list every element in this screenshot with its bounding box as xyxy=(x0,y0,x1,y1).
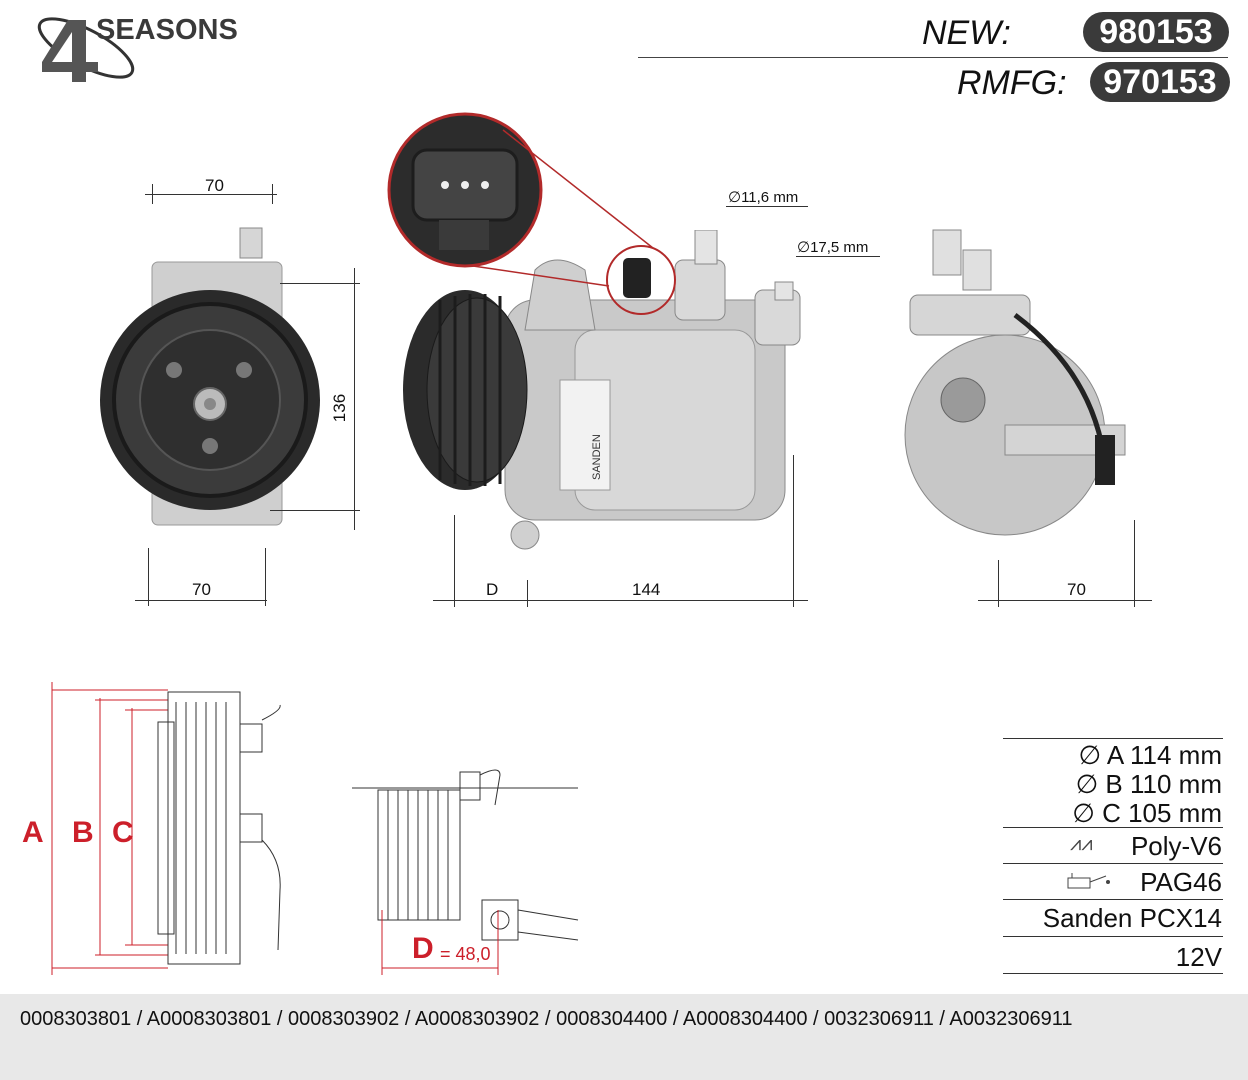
pulley-diameter-drawing xyxy=(51,682,281,975)
spec-divider-5 xyxy=(1003,936,1223,937)
belt-icon: ⩘⩘ xyxy=(1070,833,1093,855)
side-length: 144 xyxy=(632,580,661,599)
spec-divider-6 xyxy=(1003,973,1223,974)
spec-belt: Poly-V6 xyxy=(1130,831,1222,861)
front-height: 136 xyxy=(330,393,350,423)
spec-divider-2 xyxy=(1003,827,1223,828)
side-dim-tick-mid xyxy=(527,580,528,607)
front-bottom-dim-line xyxy=(135,600,267,601)
front-top-dim-tick-right xyxy=(272,184,273,204)
rear-dim-tick-right xyxy=(1134,520,1135,607)
front-top-dim-tick-left xyxy=(152,184,153,204)
rear-width: 70 xyxy=(1067,580,1086,599)
spec-oil: PAG46 xyxy=(1140,867,1222,897)
spec-divider-4 xyxy=(1003,899,1223,900)
spec-voltage: 12V xyxy=(1175,942,1222,972)
front-height-dim-line xyxy=(354,268,355,530)
compressor-sticker-label: SANDEN xyxy=(591,434,603,480)
front-height-ext-top xyxy=(280,283,360,284)
pulley-letter-a: A xyxy=(22,816,44,849)
spec-diameter-b: ∅ B 110 mm xyxy=(1075,769,1222,799)
spec-divider-3 xyxy=(1003,863,1223,864)
front-top-dim-line xyxy=(145,194,277,195)
logo-four-icon xyxy=(37,17,135,82)
pulley-letter-c: C xyxy=(112,816,134,849)
rmfg-code-badge: 970153 xyxy=(1090,62,1230,102)
connector-zoom-image xyxy=(387,112,676,315)
brand-logo: SEASONS xyxy=(28,10,238,85)
side-dim-d: D xyxy=(486,580,499,599)
side-view-image: SANDEN xyxy=(403,230,801,550)
front-height-ext-bottom xyxy=(270,510,360,511)
front-bottom-width: 70 xyxy=(192,580,211,599)
rmfg-code-value: 970153 xyxy=(1103,63,1217,101)
oem-footer: 0008303801 / A0008303801 / 0008303902 / … xyxy=(0,994,1248,1080)
pulley-letter-d: D xyxy=(412,932,434,965)
brand-name: SEASONS xyxy=(96,14,238,46)
rmfg-label: RMFG: xyxy=(957,64,1067,102)
port-large-diameter: ∅17,5 mm xyxy=(797,239,869,256)
rear-view-image xyxy=(904,229,1126,536)
front-bottom-dim-tick-right xyxy=(265,548,266,606)
header-divider xyxy=(638,57,1228,58)
side-dim-line xyxy=(433,600,808,601)
new-code-value: 980153 xyxy=(1099,13,1213,51)
side-dim-tick-d xyxy=(454,515,455,607)
front-bottom-dim-tick-left xyxy=(148,548,149,606)
oil-can-icon xyxy=(1067,873,1110,889)
pulley-letter-b: B xyxy=(72,816,94,849)
side-dim-tick-right xyxy=(793,455,794,607)
port-small-diameter: ∅11,6 mm xyxy=(728,189,799,206)
spec-divider-1 xyxy=(1003,738,1223,739)
port-small-leader xyxy=(726,206,808,207)
rear-dim-tick-left xyxy=(998,560,999,607)
spec-diameter-c: ∅ C 105 mm xyxy=(1072,798,1222,828)
spec-diameter-a: ∅ A 114 mm xyxy=(1078,740,1222,770)
new-code-badge: 980153 xyxy=(1083,12,1229,52)
rear-dim-line xyxy=(978,600,1152,601)
oem-numbers: 0008303801 / A0008303801 / 0008303902 / … xyxy=(20,1008,1073,1030)
port-large-leader xyxy=(796,256,880,257)
spec-model: Sanden PCX14 xyxy=(1042,903,1222,933)
new-label: NEW: xyxy=(922,14,1011,52)
pulley-offset-value: = 48,0 xyxy=(440,944,491,964)
pulley-offset-drawing xyxy=(352,769,579,975)
front-view-image xyxy=(100,227,320,526)
front-top-width: 70 xyxy=(205,176,224,195)
